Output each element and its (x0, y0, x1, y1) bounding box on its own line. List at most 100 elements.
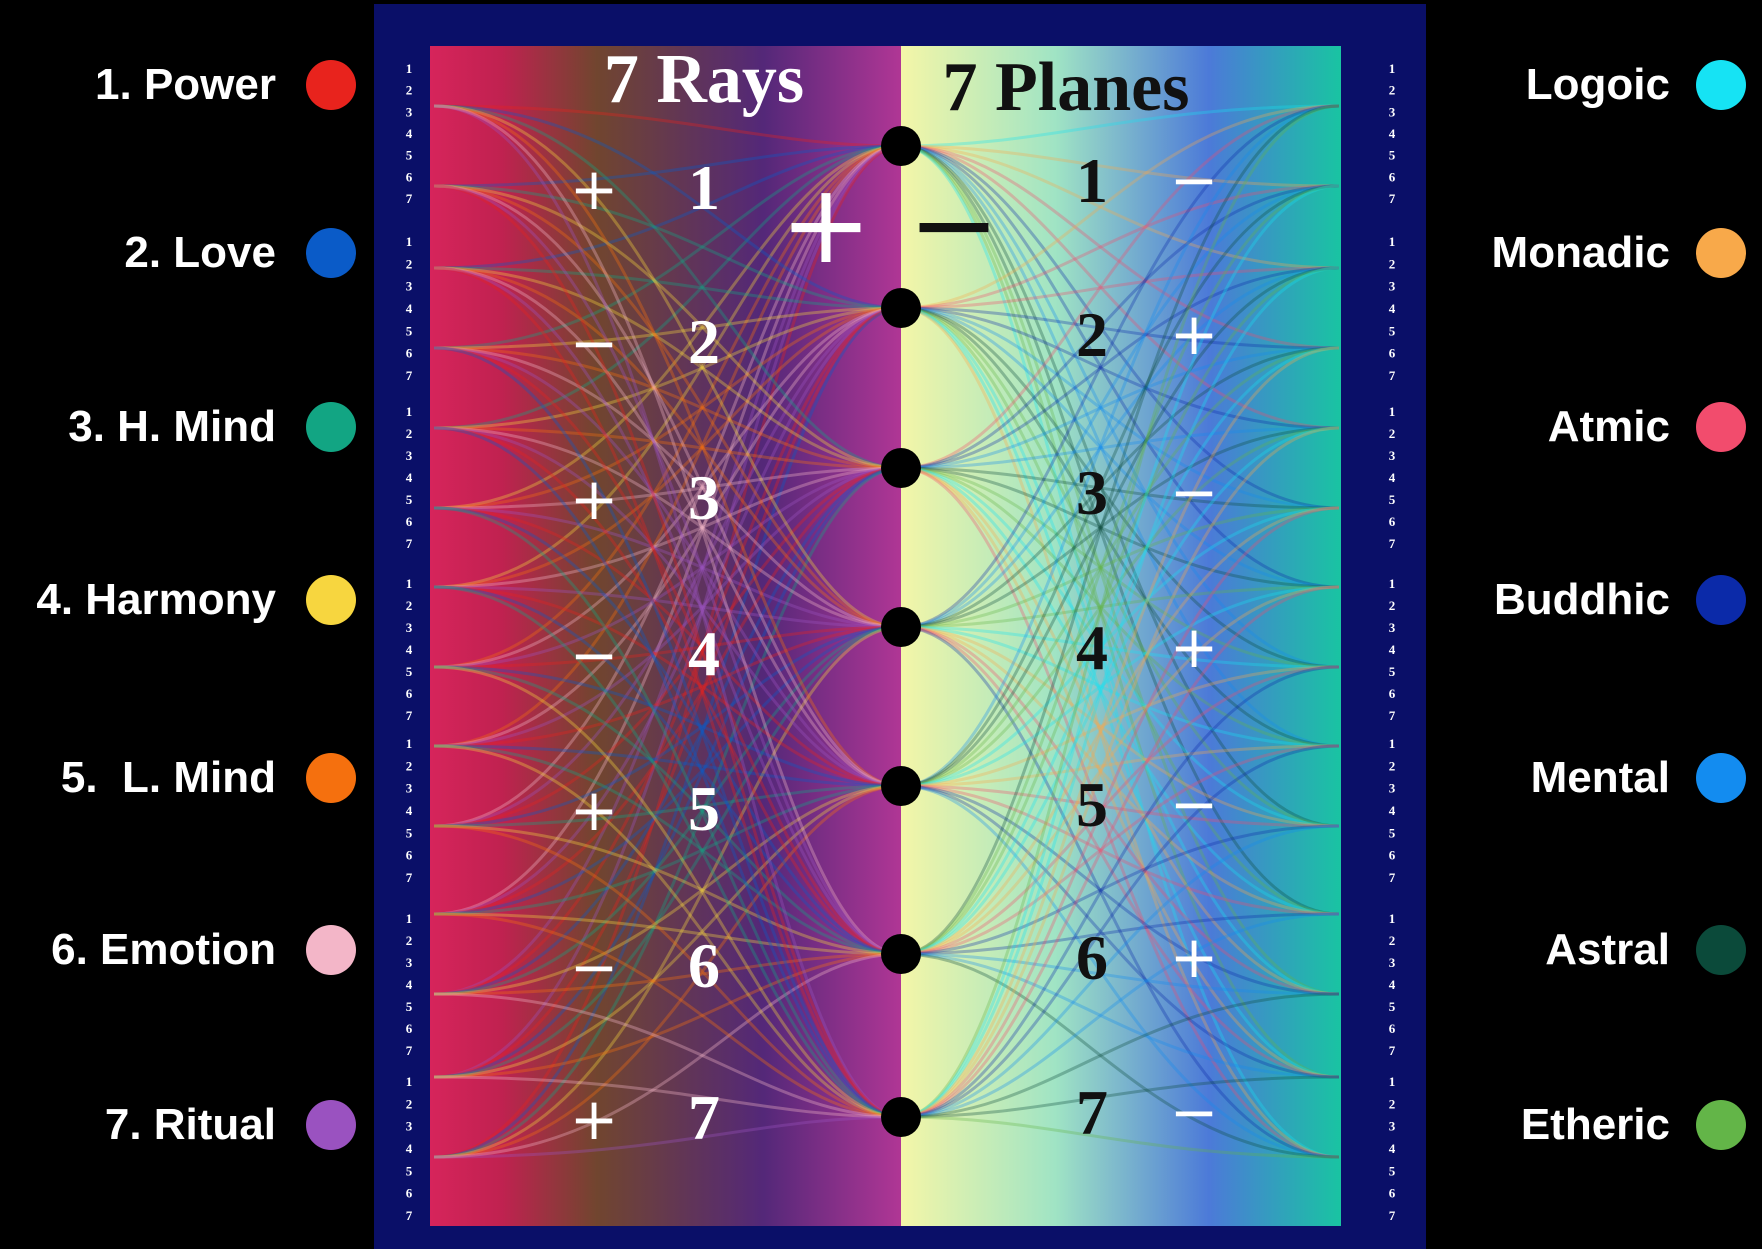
left-subray-number: 6 (406, 346, 413, 361)
rays-label: 1. Power (95, 55, 276, 115)
left-subray-number: 3 (406, 620, 413, 635)
right-subray-number: 6 (1389, 1186, 1396, 1201)
left-subray-number: 3 (406, 955, 413, 970)
left-subray-number: 6 (406, 686, 413, 701)
planes-color-dot-icon (1696, 753, 1746, 803)
planes-legend: LogoicMonadicAtmicBuddhicMentalAstralEth… (1420, 0, 1762, 1249)
plane-sign: + (1170, 923, 1219, 991)
ray-number: 1 (688, 152, 720, 223)
rays-legend-item: 2. Love (0, 223, 372, 283)
right-subray-number: 3 (1389, 104, 1396, 119)
right-subray-number: 6 (1389, 169, 1396, 184)
left-subray-number: 1 (406, 1074, 413, 1089)
right-subray-number: 1 (1389, 404, 1396, 419)
left-subray-number: 4 (406, 301, 413, 316)
rays-color-dot-icon (306, 753, 356, 803)
left-subray-number: 7 (406, 708, 413, 723)
plane-number: 5 (1076, 769, 1108, 840)
right-subray-number: 4 (1389, 301, 1396, 316)
left-subray-number: 3 (406, 781, 413, 796)
rays-label: 6. Emotion (51, 920, 276, 980)
ray-number: 5 (688, 773, 720, 844)
rays-label: 7. Ritual (105, 1095, 276, 1155)
planes-label: Atmic (1548, 397, 1670, 457)
plane-sign: + (1170, 613, 1219, 681)
plane-number: 1 (1076, 145, 1108, 216)
planes-legend-item: Atmic (1420, 397, 1762, 457)
right-subray-number: 5 (1389, 999, 1396, 1014)
left-subray-number: 7 (406, 1043, 413, 1058)
ray-sign: + (570, 1085, 619, 1153)
left-subray-number: 2 (406, 598, 413, 613)
rays-color-dot-icon (306, 228, 356, 278)
plane-number: 3 (1076, 457, 1108, 528)
planes-color-dot-icon (1696, 575, 1746, 625)
planes-label: Astral (1545, 920, 1670, 980)
left-subray-number: 7 (406, 191, 413, 206)
left-subray-number: 3 (406, 448, 413, 463)
ray-sign: + (570, 465, 619, 533)
planes-legend-item: Buddhic (1420, 570, 1762, 630)
right-subray-number: 5 (1389, 1163, 1396, 1178)
left-subray-number: 5 (406, 492, 413, 507)
left-subray-number: 5 (406, 148, 413, 163)
left-subray-number: 4 (406, 126, 413, 141)
left-subray-number: 7 (406, 1208, 413, 1223)
planes-color-dot-icon (1696, 228, 1746, 278)
left-subray-number: 4 (406, 803, 413, 818)
left-subray-number: 3 (406, 104, 413, 119)
planes-legend-item: Etheric (1420, 1095, 1762, 1155)
right-subray-number: 2 (1389, 1096, 1396, 1111)
rays-color-dot-icon (306, 402, 356, 452)
plane-sign: − (1170, 770, 1219, 838)
left-subray-number: 1 (406, 911, 413, 926)
planes-color-dot-icon (1696, 60, 1746, 110)
right-subray-number: 5 (1389, 323, 1396, 338)
ray-number: 4 (688, 618, 720, 689)
rays-label: 5. L. Mind (61, 748, 276, 808)
right-subray-number: 4 (1389, 470, 1396, 485)
plane-sign: − (1170, 458, 1219, 526)
planes-legend-item: Monadic (1420, 223, 1762, 283)
right-subray-number: 4 (1389, 977, 1396, 992)
planes-legend-item: Astral (1420, 920, 1762, 980)
ray-sign: + (570, 155, 619, 223)
right-subray-number: 4 (1389, 1141, 1396, 1156)
right-subray-number: 7 (1389, 536, 1396, 551)
right-subray-number: 1 (1389, 736, 1396, 751)
right-subray-number: 1 (1389, 911, 1396, 926)
rays-color-dot-icon (306, 60, 356, 110)
right-subray-number: 4 (1389, 642, 1396, 657)
right-subray-number: 7 (1389, 191, 1396, 206)
right-subray-number: 1 (1389, 234, 1396, 249)
left-subray-number: 1 (406, 404, 413, 419)
planes-legend-item: Logoic (1420, 55, 1762, 115)
plane-sign: − (1170, 146, 1219, 214)
rays-legend-item: 6. Emotion (0, 920, 372, 980)
rays-legend-item: 7. Ritual (0, 1095, 372, 1155)
left-subray-number: 6 (406, 1021, 413, 1036)
right-subray-number: 7 (1389, 1208, 1396, 1223)
junction-node-icon (881, 288, 921, 328)
right-subray-number: 2 (1389, 426, 1396, 441)
right-subray-number: 6 (1389, 848, 1396, 863)
left-subray-number: 7 (406, 870, 413, 885)
plane-number: 2 (1076, 299, 1108, 370)
right-subray-number: 3 (1389, 448, 1396, 463)
right-subray-number: 7 (1389, 708, 1396, 723)
left-subray-number: 4 (406, 977, 413, 992)
junction-node-icon (881, 448, 921, 488)
planes-label: Buddhic (1494, 570, 1670, 630)
ray-number: 6 (688, 930, 720, 1001)
planes-label: Monadic (1492, 223, 1670, 283)
planes-label: Mental (1531, 748, 1670, 808)
planes-color-dot-icon (1696, 1100, 1746, 1150)
left-subray-number: 6 (406, 169, 413, 184)
rays-label: 3. H. Mind (68, 397, 276, 457)
rays-legend-item: 5. L. Mind (0, 748, 372, 808)
right-subray-number: 5 (1389, 492, 1396, 507)
left-subray-number: 1 (406, 576, 413, 591)
rays-planes-diagram: 1234567123456712345671234567123456712345… (374, 4, 1426, 1249)
left-subray-number: 1 (406, 61, 413, 76)
